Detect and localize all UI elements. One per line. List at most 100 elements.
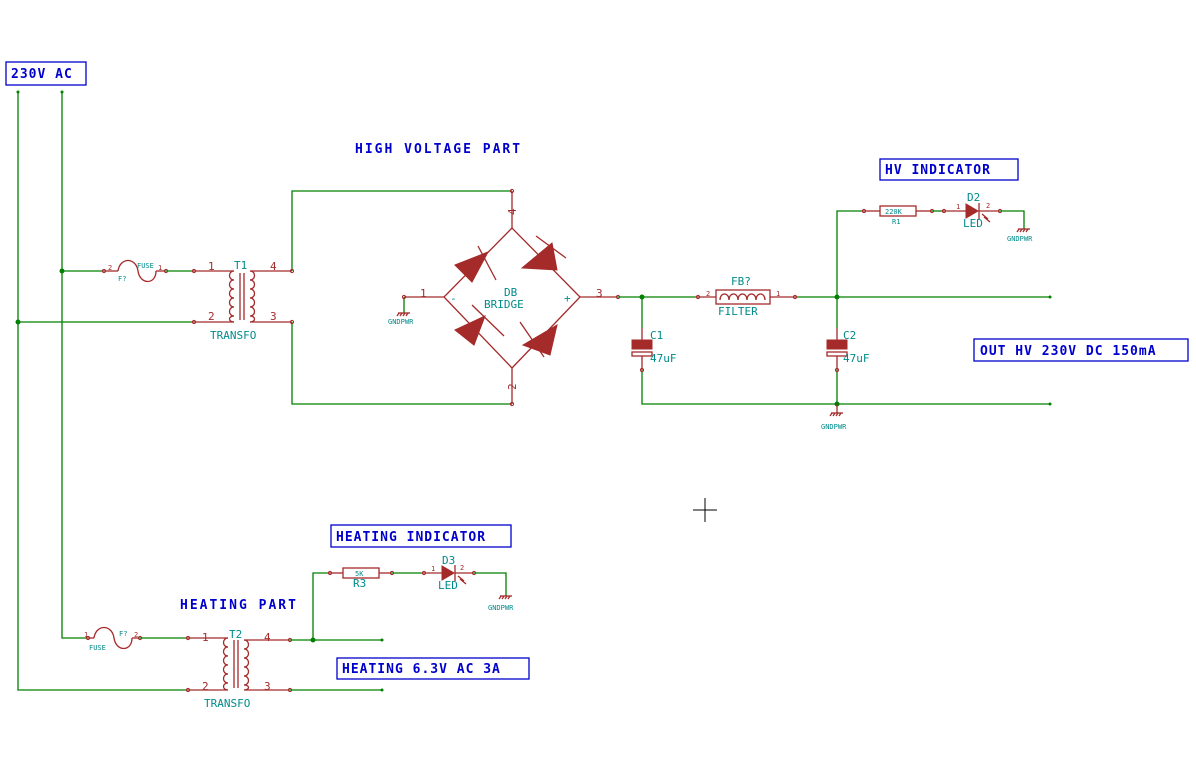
fb-pin-label: 1 <box>776 290 780 298</box>
gnd-label: GNDPWR <box>1007 235 1033 243</box>
label-ac-input: 230V AC <box>5 61 87 86</box>
fuse2-pin-label: 2 <box>134 631 138 639</box>
capacitor-c2[interactable]: C2 47uF <box>826 328 870 373</box>
t1-ref: T1 <box>234 259 247 272</box>
led-d3[interactable]: 1 2 D3 LED <box>421 554 477 592</box>
t2-value: TRANSFO <box>204 697 250 710</box>
fuse2-ref: F? <box>119 630 127 638</box>
fuse-f2[interactable]: 1 2 F? FUSE <box>84 626 143 653</box>
diode-bridge[interactable]: 1 3 4 2 - + DB BRIDGE <box>401 188 621 407</box>
bridge-pin-label: 2 <box>506 383 519 390</box>
resistor-r3[interactable]: 5K R3 <box>327 567 395 590</box>
bridge-value: BRIDGE <box>484 298 524 311</box>
ground-symbol: GNDPWR <box>1007 228 1033 243</box>
t1-pin-label: 1 <box>208 260 215 273</box>
heating-output-label: HEATING 6.3V AC 3A <box>342 662 501 677</box>
wire-r1-feed <box>836 210 864 297</box>
label-heating-indicator: HEATING INDICATOR <box>330 524 512 548</box>
fuse-f1[interactable]: 2 1 FUSE F? <box>101 259 169 284</box>
r3-ref: R3 <box>353 577 366 590</box>
bridge-ref: DB <box>504 286 518 299</box>
ac-input-label: 230V AC <box>11 67 73 82</box>
junction-dot <box>380 638 384 642</box>
d3-pin-label: 1 <box>431 565 435 573</box>
t2-ref: T2 <box>229 628 242 641</box>
ground-symbol: GNDPWR <box>488 595 514 612</box>
wire-r3-feed <box>312 572 330 640</box>
fuse1-ref: F? <box>118 275 126 283</box>
c2-value: 47uF <box>843 352 870 365</box>
ground-symbol: GNDPWR <box>388 312 414 326</box>
c1-value: 47uF <box>650 352 677 365</box>
d2-ref: D2 <box>967 191 980 204</box>
d2-pin-label: 1 <box>956 203 960 211</box>
transformer-t2[interactable]: 1 2 3 4 T2 TRANSFO <box>185 628 293 710</box>
c1-ref: C1 <box>650 329 663 342</box>
t1-pin-label: 2 <box>208 310 215 323</box>
d3-ref: D3 <box>442 554 455 567</box>
wire-ac-right-rail <box>61 92 88 639</box>
crosshair-cursor-icon <box>693 498 717 522</box>
wire-t1-p3-bridge-bottom <box>291 322 512 405</box>
d3-pin-label: 2 <box>460 564 464 572</box>
ground-symbol: GNDPWR <box>821 404 847 431</box>
junction-dot <box>60 90 64 94</box>
capacitor-c1[interactable]: C1 47uF <box>631 328 677 373</box>
fuse2-value: FUSE <box>89 644 106 652</box>
junction-dot <box>639 294 645 300</box>
wire-ac-left-rail <box>17 92 188 691</box>
d3-value: LED <box>438 579 458 592</box>
junction-dot <box>15 319 21 325</box>
fuse2-pin-label: 1 <box>84 631 88 639</box>
led-d2[interactable]: 1 2 D2 LED <box>941 191 1003 230</box>
label-hv-indicator: HV INDICATOR <box>879 158 1019 181</box>
wire-d3-gnd <box>474 572 507 596</box>
t2-pin-label: 4 <box>264 631 271 644</box>
bridge-pin-label: 4 <box>506 208 519 215</box>
transformer-t1[interactable]: 1 2 3 4 T1 TRANSFO <box>191 259 295 342</box>
gnd-label: GNDPWR <box>488 604 514 612</box>
junction-dot <box>310 637 316 643</box>
t2-pin-label: 1 <box>202 631 209 644</box>
bridge-pin-label: 3 <box>596 287 603 300</box>
wire-t1-p4-bridge-top <box>291 190 512 271</box>
bridge-minus: - <box>450 292 457 305</box>
t1-value: TRANSFO <box>210 329 256 342</box>
fuse1-value: FUSE <box>137 262 154 270</box>
fuse1-pin-label: 2 <box>108 264 112 272</box>
r3-value: 5K <box>355 570 364 578</box>
t2-pin-label: 3 <box>264 680 271 693</box>
fb-value: FILTER <box>718 305 758 318</box>
section-title-high-voltage: HIGH VOLTAGE PART <box>355 142 522 157</box>
c2-ref: C2 <box>843 329 856 342</box>
hv-output-label: OUT HV 230V DC 150mA <box>980 344 1157 359</box>
d2-value: LED <box>963 217 983 230</box>
junction-dot <box>1048 295 1052 299</box>
section-title-heating: HEATING PART <box>180 598 298 613</box>
gnd-label: GNDPWR <box>388 318 414 326</box>
label-heating-output: HEATING 6.3V AC 3A <box>336 657 530 680</box>
fuse1-pin-label: 1 <box>158 264 162 272</box>
junction-dot <box>16 90 20 94</box>
bridge-plus: + <box>564 292 571 305</box>
hv-indicator-label: HV INDICATOR <box>885 163 991 178</box>
gnd-label: GNDPWR <box>821 423 847 431</box>
junction-dot <box>59 268 65 274</box>
resistor-r1[interactable]: 220K R1 <box>861 205 935 226</box>
r1-ref: R1 <box>892 218 900 226</box>
label-hv-output: OUT HV 230V DC 150mA <box>973 338 1189 362</box>
ferrite-filter[interactable]: 2 1 FB? FILTER <box>695 275 798 318</box>
wires <box>17 92 1050 691</box>
wire-d2-gnd <box>1000 210 1025 229</box>
bridge-pin-label: 1 <box>420 287 427 300</box>
fb-pin-label: 2 <box>706 290 710 298</box>
t1-pin-label: 4 <box>270 260 277 273</box>
junction-dot <box>834 294 840 300</box>
r1-value: 220K <box>885 208 903 216</box>
d2-pin-label: 2 <box>986 202 990 210</box>
junction-dot <box>380 688 384 692</box>
junction-dot <box>1048 402 1052 406</box>
t1-pin-label: 3 <box>270 310 277 323</box>
